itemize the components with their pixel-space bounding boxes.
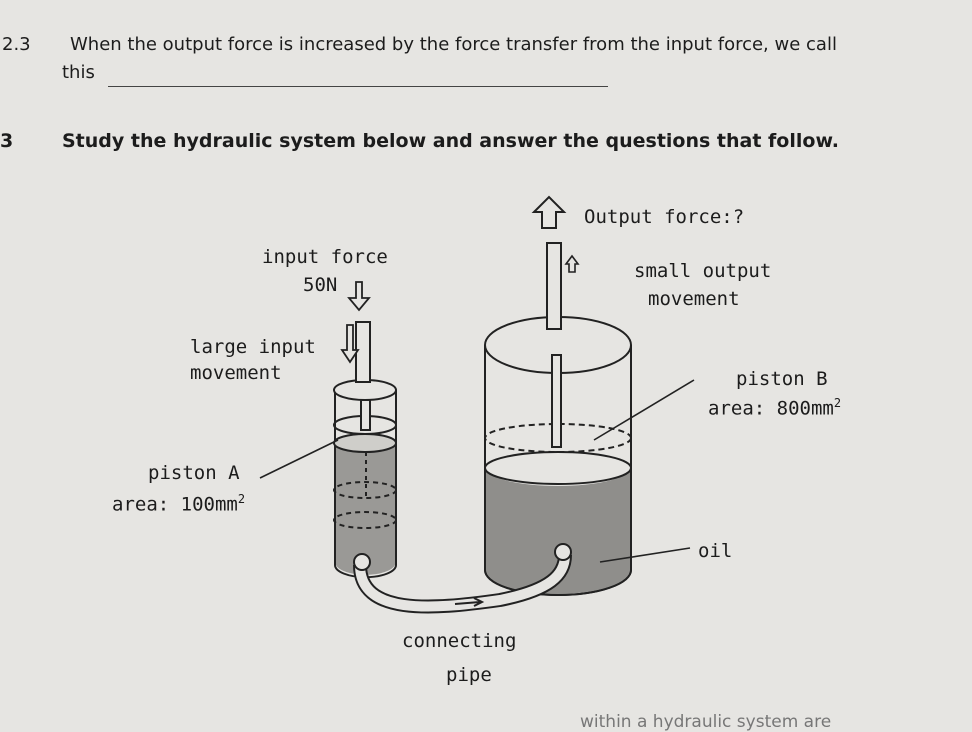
arrow-down-icon bbox=[340, 324, 360, 364]
label-piston-a: piston A bbox=[148, 462, 240, 484]
area-a-value: area: 100mm bbox=[112, 493, 238, 516]
arrow-down-icon bbox=[347, 281, 371, 312]
arrow-up-icon bbox=[531, 195, 567, 229]
area-b-value: area: 800mm bbox=[708, 397, 834, 420]
cylinder-a bbox=[333, 379, 397, 579]
question-2-3-text-line1: When the output force is increased by th… bbox=[70, 34, 837, 55]
question-3-number: 3 bbox=[0, 130, 14, 152]
label-input-value: 50N bbox=[303, 274, 338, 296]
label-small-output-2: movement bbox=[648, 288, 740, 310]
label-input-force: input force bbox=[262, 246, 388, 268]
label-large-input-2: movement bbox=[190, 362, 282, 384]
question-3-text: Study the hydraulic system below and ans… bbox=[62, 130, 839, 152]
leader-lines bbox=[259, 379, 695, 563]
label-output-force: Output force:? bbox=[584, 206, 745, 228]
question-2-3-text-line2: this bbox=[62, 62, 95, 83]
label-piston-b: piston B bbox=[736, 368, 828, 390]
answer-blank-line[interactable] bbox=[108, 86, 608, 87]
label-area-b: area: 800mm2 bbox=[708, 396, 841, 419]
label-oil: oil bbox=[698, 540, 733, 562]
label-small-output-1: small output bbox=[634, 260, 772, 282]
cut-off-text: within a hydraulic system are bbox=[580, 712, 832, 732]
oil-fill-b bbox=[486, 468, 630, 594]
label-pipe: pipe bbox=[446, 664, 492, 686]
area-b-exponent: 2 bbox=[833, 396, 842, 410]
label-area-a: area: 100mm2 bbox=[112, 492, 245, 515]
label-connecting: connecting bbox=[402, 630, 517, 652]
cylinder-b bbox=[484, 316, 632, 596]
connecting-pipe bbox=[353, 543, 572, 614]
oil-fill-a bbox=[336, 443, 395, 575]
area-a-exponent: 2 bbox=[237, 492, 246, 506]
piston-rod-b bbox=[546, 242, 562, 448]
question-2-3-number: 2.3 bbox=[2, 34, 31, 55]
label-large-input-1: large input bbox=[190, 336, 316, 358]
arrow-up-icon bbox=[564, 254, 580, 273]
